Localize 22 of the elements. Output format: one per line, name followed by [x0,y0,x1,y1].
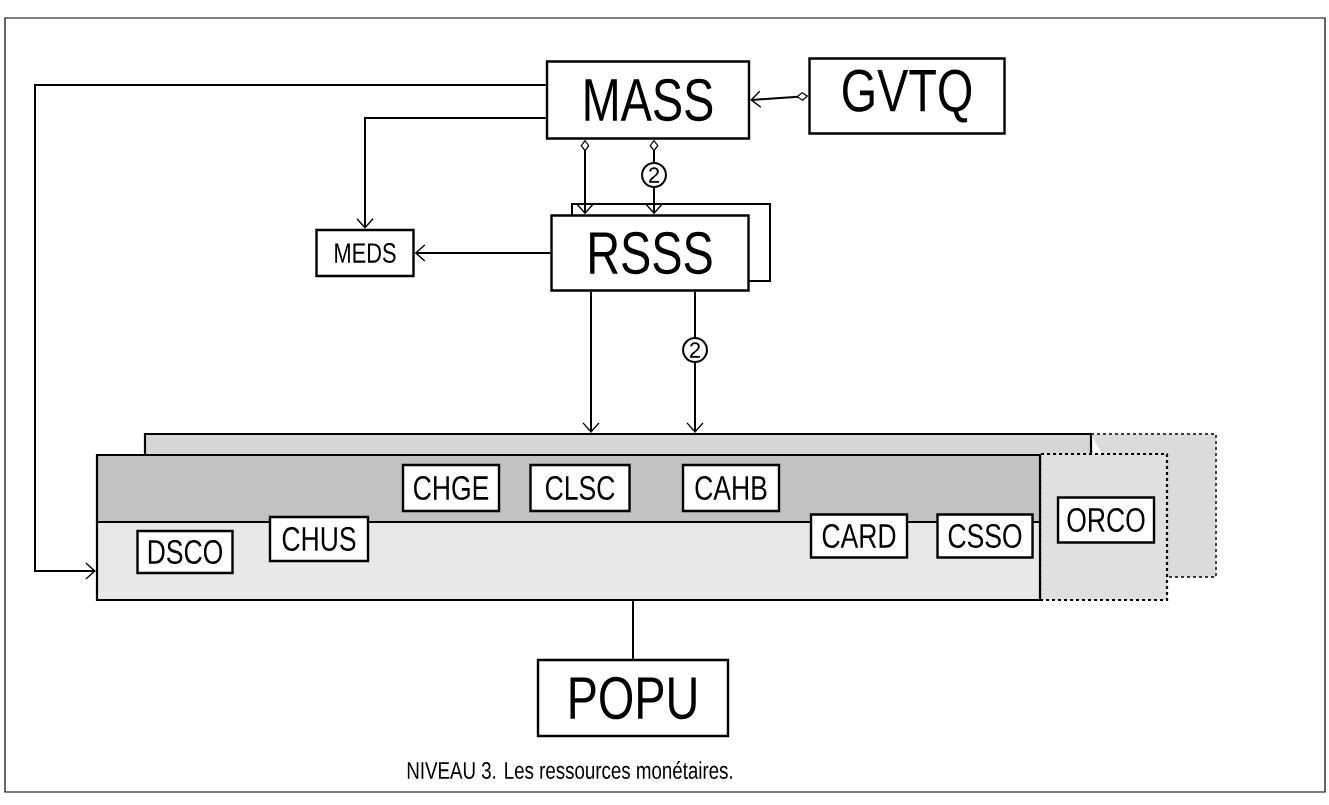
label-box: CHUS [268,515,370,563]
arrow [582,290,600,433]
label-box: CSSO [936,513,1034,559]
arrow [356,117,547,229]
arrow [414,244,552,262]
caption: NIVEAU 3. Les ressources monétaires. [407,761,732,779]
arrow [686,290,704,433]
process-box: RSSS [550,203,771,292]
process-box: GVTQ [808,57,1006,135]
label-box: ORCO [1056,496,1156,544]
process-box: POPU [536,658,730,738]
label-box: CLSC [529,463,631,513]
label-box: CAHB [681,463,781,513]
edge-label: 2 [641,162,667,188]
label-box: CARD [809,513,909,559]
process-box: MASS [545,60,751,140]
label-box: MEDS [315,228,415,278]
edge-label: 2 [682,337,708,363]
band [143,432,1093,457]
label-box: CHGE [401,463,501,513]
arrow [34,84,547,580]
label-box: DSCO [136,529,234,575]
